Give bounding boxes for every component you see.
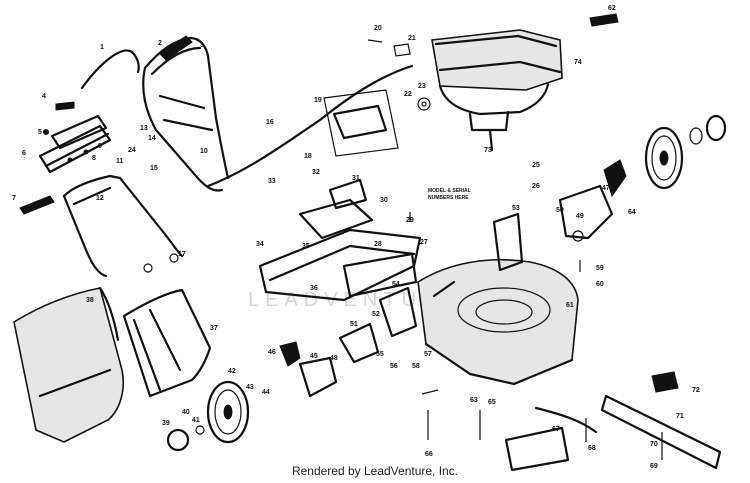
lower-handle bbox=[62, 174, 184, 278]
part-label-74: 74 bbox=[574, 59, 582, 66]
part-label-31: 31 bbox=[352, 175, 360, 182]
part-label-58: 58 bbox=[412, 363, 420, 370]
part-label-63: 63 bbox=[470, 397, 478, 404]
part-label-48: 48 bbox=[330, 355, 338, 362]
part-label-70: 70 bbox=[650, 441, 658, 448]
rear-baffle bbox=[258, 178, 422, 302]
part-label-29: 29 bbox=[406, 217, 414, 224]
front-height-adjuster bbox=[492, 159, 627, 272]
part-label-30: 30 bbox=[380, 197, 388, 204]
part-label-71: 71 bbox=[676, 413, 684, 420]
mower-deck bbox=[417, 259, 579, 386]
serial-plate-box bbox=[323, 89, 399, 157]
part-label-28: 28 bbox=[374, 241, 382, 248]
part-label-5: 5 bbox=[38, 129, 42, 136]
part-label-27: 27 bbox=[420, 239, 428, 246]
part-label-14: 14 bbox=[148, 135, 156, 142]
part-label-54: 54 bbox=[392, 281, 400, 288]
part-label-53: 53 bbox=[512, 205, 520, 212]
part-label-18: 18 bbox=[304, 153, 312, 160]
footer-credit: Rendered by LeadVenture, Inc. bbox=[291, 464, 459, 478]
part-label-4: 4 bbox=[42, 93, 46, 100]
control-bracket bbox=[19, 101, 112, 215]
part-label-10: 10 bbox=[200, 148, 208, 155]
part-label-24: 24 bbox=[128, 147, 136, 154]
part-label-2: 2 bbox=[158, 40, 162, 47]
part-label-51: 51 bbox=[350, 321, 358, 328]
part-label-34: 34 bbox=[256, 241, 264, 248]
part-label-15: 15 bbox=[150, 165, 158, 172]
svg-text:MODEL & SERIAL: MODEL & SERIAL bbox=[428, 188, 471, 194]
part-label-36: 36 bbox=[310, 285, 318, 292]
part-label-1: 1 bbox=[100, 44, 104, 51]
part-label-26: 26 bbox=[532, 183, 540, 190]
part-label-52: 52 bbox=[372, 311, 380, 318]
engine bbox=[417, 13, 619, 152]
bag-frame bbox=[122, 288, 212, 398]
part-label-38: 38 bbox=[86, 297, 94, 304]
part-label-72: 72 bbox=[692, 387, 700, 394]
part-label-3: 3 bbox=[200, 42, 204, 49]
blade-assembly bbox=[421, 371, 722, 472]
part-label-37: 37 bbox=[210, 325, 218, 332]
part-label-20: 20 bbox=[374, 25, 382, 32]
part-label-19: 19 bbox=[314, 97, 322, 104]
part-label-39: 39 bbox=[162, 420, 170, 427]
svg-text:NUMBERS HERE: NUMBERS HERE bbox=[428, 195, 469, 201]
part-label-66: 66 bbox=[425, 451, 433, 458]
rear-wheel bbox=[166, 380, 250, 452]
control-cable bbox=[206, 64, 414, 188]
front-wheel bbox=[644, 114, 727, 190]
rear-height-adjuster bbox=[279, 286, 418, 398]
part-label-62: 62 bbox=[608, 5, 616, 12]
part-label-17: 17 bbox=[178, 251, 186, 258]
part-label-35: 35 bbox=[302, 243, 310, 250]
model-serial-note: MODEL & SERIAL NUMBERS HERE bbox=[428, 188, 471, 201]
part-label-47: 47 bbox=[602, 185, 610, 192]
part-label-60: 60 bbox=[596, 281, 604, 288]
part-label-33: 33 bbox=[268, 178, 276, 185]
part-label-42: 42 bbox=[228, 368, 236, 375]
part-label-23: 23 bbox=[418, 83, 426, 90]
part-label-45: 45 bbox=[310, 353, 318, 360]
part-label-57: 57 bbox=[424, 351, 432, 358]
hardware-bolts bbox=[367, 39, 663, 460]
part-label-50: 50 bbox=[556, 207, 564, 214]
part-label-68: 68 bbox=[588, 445, 596, 452]
part-label-21: 21 bbox=[408, 35, 416, 42]
part-label-61: 61 bbox=[566, 302, 574, 309]
part-label-32: 32 bbox=[312, 169, 320, 176]
part-label-56: 56 bbox=[390, 363, 398, 370]
part-label-11: 11 bbox=[116, 158, 124, 165]
part-label-67: 67 bbox=[552, 426, 560, 433]
part-label-59: 59 bbox=[596, 265, 604, 272]
part-label-16: 16 bbox=[266, 119, 274, 126]
part-label-49: 49 bbox=[576, 213, 584, 220]
part-label-25: 25 bbox=[532, 162, 540, 169]
part-label-8: 8 bbox=[92, 155, 96, 162]
part-label-22: 22 bbox=[404, 91, 412, 98]
part-label-6: 6 bbox=[22, 150, 26, 157]
upper-handle bbox=[80, 35, 230, 192]
grass-bag bbox=[13, 286, 124, 443]
part-label-40: 40 bbox=[182, 409, 190, 416]
part-label-65: 65 bbox=[488, 399, 496, 406]
part-label-9: 9 bbox=[98, 143, 102, 150]
part-label-46: 46 bbox=[268, 349, 276, 356]
part-label-12: 12 bbox=[96, 195, 104, 202]
part-label-43: 43 bbox=[246, 384, 254, 391]
part-label-13: 13 bbox=[140, 125, 148, 132]
part-label-69: 69 bbox=[650, 463, 658, 470]
part-label-64: 64 bbox=[628, 209, 636, 216]
part-label-44: 44 bbox=[262, 389, 270, 396]
part-label-73: 73 bbox=[484, 147, 492, 154]
part-label-7: 7 bbox=[12, 195, 16, 202]
part-label-55: 55 bbox=[376, 351, 384, 358]
part-label-41: 41 bbox=[192, 417, 200, 424]
